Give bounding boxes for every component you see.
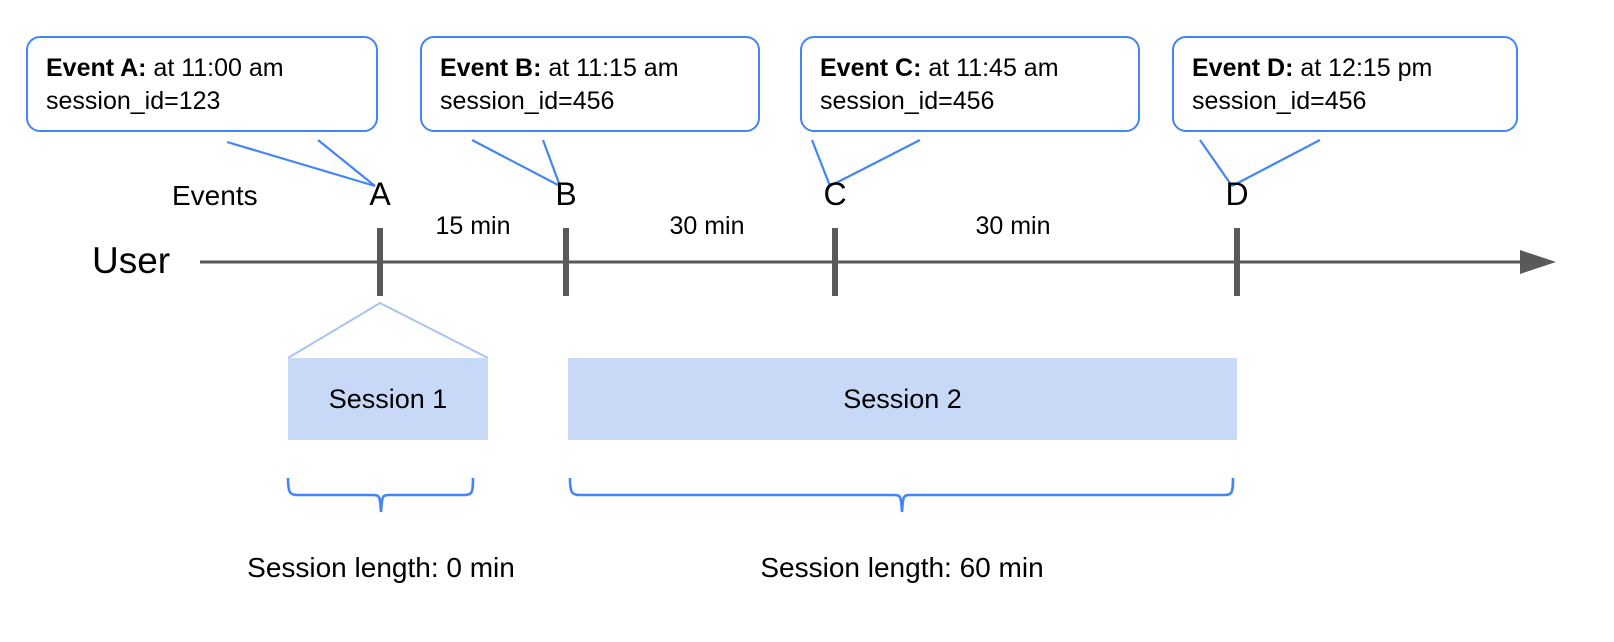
- session-length-2: Session length: 60 min: [760, 552, 1044, 583]
- callout-event-b[interactable]: Event B: at 11:15 am session_id=456: [420, 36, 760, 132]
- callout-b-lead: Event B:: [440, 54, 542, 82]
- event-letter-c: C: [823, 176, 847, 212]
- callout-a-lead: Event A:: [46, 54, 147, 82]
- callout-event-a[interactable]: Event A: at 11:00 am session_id=123: [26, 36, 378, 132]
- callout-tail-b: [471, 139, 562, 187]
- callout-b-time: at 11:15 am: [541, 54, 679, 82]
- callout-a-session-id: session_id=123: [46, 87, 221, 115]
- callout-tail-d: [1199, 139, 1321, 187]
- callout-c-lead: Event C:: [820, 54, 922, 82]
- timeline-axis: [200, 250, 1556, 274]
- event-letter-a: A: [369, 176, 391, 212]
- callout-d-session-id: session_id=456: [1192, 87, 1367, 115]
- session-bar-1[interactable]: Session 1: [288, 358, 488, 440]
- gap-label-a-b: 15 min: [435, 212, 511, 240]
- session-bar-1-label: Session 1: [328, 383, 448, 414]
- event-letter-b: B: [555, 176, 577, 212]
- callout-b-session-id: session_id=456: [440, 87, 615, 115]
- callout-event-d[interactable]: Event D: at 12:15 pm session_id=456: [1172, 36, 1518, 132]
- lane-label-events: Events: [172, 180, 258, 211]
- callout-a-time: at 11:00 am: [146, 54, 284, 82]
- session-1-brace: [286, 477, 475, 513]
- session-1-connector: [287, 301, 489, 359]
- session-2-brace: [568, 477, 1235, 513]
- callout-d-time: at 12:15 pm: [1293, 54, 1433, 82]
- callout-c-time: at 11:45 am: [921, 54, 1059, 82]
- gap-label-c-d: 30 min: [975, 212, 1051, 240]
- lane-label-user: User: [92, 240, 171, 281]
- session-bar-2[interactable]: Session 2: [568, 358, 1237, 440]
- gap-label-b-c: 30 min: [669, 212, 745, 240]
- callout-c-session-id: session_id=456: [820, 87, 995, 115]
- session-bar-2-label: Session 2: [843, 383, 962, 414]
- session-length-1: Session length: 0 min: [247, 552, 515, 583]
- event-letter-d: D: [1225, 176, 1249, 212]
- callout-event-c[interactable]: Event C: at 11:45 am session_id=456: [800, 36, 1140, 132]
- callout-d-lead: Event D:: [1192, 54, 1294, 82]
